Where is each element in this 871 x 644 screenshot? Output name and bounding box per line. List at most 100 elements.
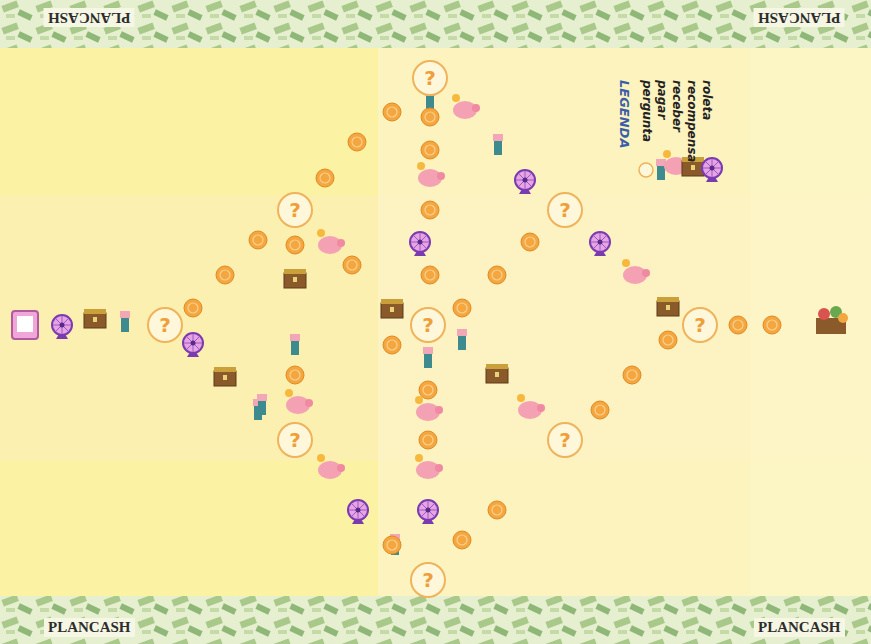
pay-figure (457, 329, 467, 350)
chest-box (381, 303, 403, 318)
coin-space (383, 103, 401, 121)
coin-space (623, 366, 641, 384)
brand-title: PLANCASH (754, 8, 845, 27)
chest-gold (657, 297, 679, 302)
coin-space (348, 133, 366, 151)
pay-head (120, 311, 130, 318)
reward-chest (84, 309, 106, 328)
coin-space (383, 336, 401, 354)
coin-space (591, 401, 609, 419)
coin (348, 133, 366, 151)
coin-space (419, 431, 437, 449)
wheel-spoke (414, 236, 427, 249)
reward-chest (214, 367, 236, 386)
chest-lock (666, 305, 670, 310)
coin-ring (423, 435, 433, 445)
coin-space (421, 266, 439, 284)
pay-head (423, 347, 433, 354)
question-mark: ? (289, 430, 301, 450)
coin-ring (347, 260, 357, 270)
roulette-wheel (590, 232, 610, 256)
question-mark: ? (422, 315, 434, 335)
wheel-spoke (422, 504, 435, 517)
coin-ring (767, 320, 777, 330)
money-border (0, 596, 871, 644)
coin (453, 299, 471, 317)
roulette-wheel (702, 158, 722, 182)
chest-box (657, 301, 679, 316)
coin-ring (595, 405, 605, 415)
legend-entry: pagar (655, 80, 669, 119)
coin (488, 266, 506, 284)
start-screen (17, 316, 33, 332)
coin (453, 531, 471, 549)
wheel-hub (191, 341, 196, 346)
wheel-spoke (594, 236, 607, 249)
chest-gold (381, 299, 403, 304)
pig-coin (452, 94, 460, 102)
coin (419, 431, 437, 449)
reward-chest (486, 364, 508, 383)
coin-space (729, 316, 747, 334)
piggy-bank (417, 162, 445, 187)
coin-ring (352, 137, 362, 147)
pay-figure (656, 159, 666, 180)
wheel-disc (348, 500, 368, 520)
treasure-item (838, 313, 848, 323)
coin-ring (457, 303, 467, 313)
coin (216, 266, 234, 284)
question-circle: ? (410, 562, 446, 598)
wheel-hub (710, 166, 715, 171)
coin-space (453, 531, 471, 549)
chest-gold (284, 269, 306, 274)
brand-title: PLANCASH (44, 8, 135, 27)
reward-chest (284, 269, 306, 288)
coin (421, 108, 439, 126)
coin-space (286, 236, 304, 254)
pig-coin (622, 259, 630, 267)
wheel-spoke (187, 337, 200, 350)
legend-entry: roleta (700, 80, 714, 120)
pig-coin (317, 454, 325, 462)
coin-ring (425, 112, 435, 122)
wheel-disc (410, 232, 430, 252)
piggy-bank (317, 454, 345, 479)
pay-figure (290, 334, 300, 355)
coin-space (343, 256, 361, 274)
pay-head (493, 134, 503, 141)
legend-question-icon (639, 163, 653, 177)
wheel-disc (515, 170, 535, 190)
coin-ring (253, 235, 263, 245)
wheel-disc (183, 333, 203, 353)
pay-figure (493, 134, 503, 155)
chest-lock (495, 372, 499, 377)
pig-snout (537, 404, 545, 412)
coin-space (521, 233, 539, 251)
coin-space (383, 536, 401, 554)
coin-space (286, 366, 304, 384)
question-mark: ? (424, 68, 436, 88)
pig-coin (517, 394, 525, 402)
pig-snout (337, 239, 345, 247)
pig-snout (305, 399, 313, 407)
chest-box (284, 273, 306, 288)
pig-snout (437, 172, 445, 180)
legend-entry: pergunta (640, 80, 654, 142)
chest-lock (223, 375, 227, 380)
pay-figure (120, 311, 130, 332)
question-mark: ? (289, 200, 301, 220)
coin-ring (663, 335, 673, 345)
chest-box (84, 313, 106, 328)
question-mark: ? (159, 315, 171, 335)
roulette-wheel (410, 232, 430, 256)
coin-ring (423, 385, 433, 395)
right-strip (750, 48, 871, 596)
coin-ring (627, 370, 637, 380)
chest-lock (293, 277, 297, 282)
coin-space (763, 316, 781, 334)
reward-chest (381, 299, 403, 318)
coin-space (249, 231, 267, 249)
coin (249, 231, 267, 249)
piggy-bank (622, 259, 650, 284)
legend-entry: recompensa (685, 80, 699, 162)
